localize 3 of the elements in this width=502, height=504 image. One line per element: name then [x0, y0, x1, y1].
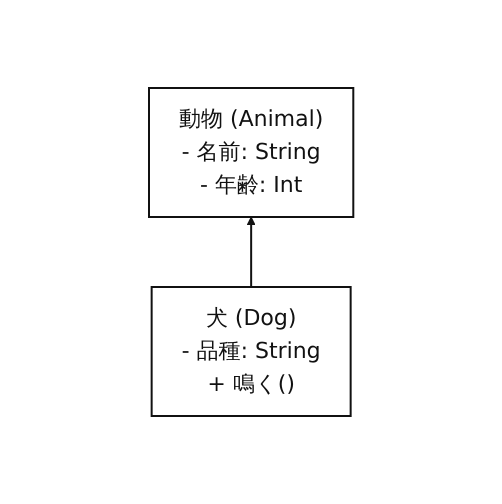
node-box: 犬 (Dog) - 品種: String + 鳴く() [150, 286, 352, 417]
arrow [246, 216, 256, 287]
node-box: 動物 (Animal) - 名前: String - 年齢: Int [148, 87, 354, 218]
